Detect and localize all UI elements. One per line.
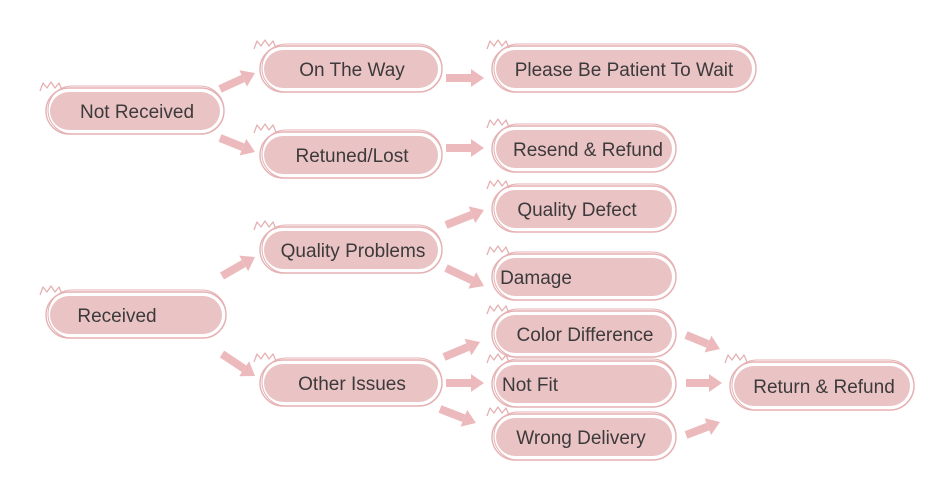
node-sketch-outline-2 (493, 43, 757, 93)
node-label: Not Received (80, 102, 194, 123)
node-sketch-outline-2 (493, 123, 677, 173)
node-label: Wrong Delivery (516, 428, 646, 449)
arrow-right-icon (446, 374, 484, 392)
arrows-layer (218, 69, 722, 439)
arrow-right-icon (220, 255, 255, 280)
node-quality-problems: Quality Problems (253, 220, 443, 274)
node-color-difference: Color Difference (486, 304, 677, 358)
node-sketch-outline-2 (493, 183, 677, 233)
node-sketch-outline-2 (47, 289, 227, 339)
crown-sketch-icon (253, 39, 277, 50)
node-sketch-outline-2 (731, 359, 915, 411)
crown-sketch-icon (486, 304, 510, 315)
crown-sketch-icon (253, 123, 277, 134)
node-damage: Damage (486, 245, 677, 301)
node-label: On The Way (299, 60, 405, 81)
node-sketch-outline-2 (493, 308, 677, 358)
node-label: Quality Problems (281, 241, 426, 262)
node-quality-defect: Quality Defect (486, 179, 677, 233)
node-sketch-outline-2 (493, 251, 677, 301)
node-on-the-way: On The Way (253, 39, 443, 93)
arrow-right-icon (444, 206, 484, 229)
node-label: Damage (500, 268, 572, 289)
crown-sketch-icon (724, 353, 748, 364)
node-pill (264, 136, 438, 174)
crown-sketch-icon (39, 285, 63, 296)
node-label: Color Difference (517, 325, 654, 346)
node-wrong-delivery: Wrong Delivery (486, 406, 677, 461)
crown-sketch-icon (253, 352, 277, 363)
node-pill (50, 92, 220, 130)
crown-sketch-icon (486, 245, 510, 256)
node-not-fit: Not Fit (486, 353, 677, 408)
node-label: Retuned/Lost (295, 146, 409, 167)
node-label: Received (77, 306, 156, 327)
node-pill (496, 315, 672, 353)
arrow-right-icon (684, 418, 720, 439)
node-not-received: Not Received (39, 81, 225, 135)
node-sketch-outline-2 (493, 411, 677, 461)
node-label: Quality Defect (517, 200, 637, 221)
node-pill (264, 50, 438, 88)
arrow-right-icon (218, 70, 255, 93)
node-resend-refund: Resend & Refund (486, 118, 677, 173)
arrow-right-icon (446, 69, 484, 87)
crown-sketch-icon (486, 353, 510, 364)
node-pill (264, 231, 438, 269)
arrow-right-icon (446, 139, 484, 157)
node-pill (496, 50, 752, 88)
arrow-right-icon (219, 350, 255, 377)
arrow-right-icon (686, 374, 722, 392)
node-sketch-outline-2 (493, 358, 677, 408)
crown-sketch-icon (253, 220, 277, 231)
node-label: Not Fit (502, 375, 559, 396)
node-pill (496, 258, 672, 296)
node-label: Resend & Refund (513, 140, 663, 161)
node-pill (496, 130, 672, 168)
crown-sketch-icon (39, 81, 63, 92)
node-pill (496, 190, 672, 228)
arrow-right-icon (444, 264, 484, 289)
crown-sketch-icon (486, 406, 510, 417)
node-label: Return & Refund (753, 377, 895, 398)
node-sketch-outline-2 (261, 129, 443, 179)
arrow-right-icon (438, 405, 476, 427)
node-pill (496, 418, 672, 456)
node-retuned-lost: Retuned/Lost (253, 123, 443, 179)
node-pill (264, 364, 438, 402)
crown-sketch-icon (486, 118, 510, 129)
node-label: Other Issues (298, 374, 406, 395)
crown-sketch-icon (486, 179, 510, 190)
node-other-issues: Other Issues (253, 352, 443, 407)
node-label: Please Be Patient To Wait (515, 60, 734, 81)
crown-sketch-icon (486, 39, 510, 50)
node-received: Received (39, 285, 227, 339)
node-pill (50, 296, 222, 334)
arrow-right-icon (684, 331, 720, 353)
node-pill (734, 366, 910, 406)
node-sketch-outline-2 (261, 43, 443, 93)
node-sketch-outline-2 (47, 85, 225, 135)
node-return-refund: Return & Refund (724, 353, 915, 411)
node-please-wait: Please Be Patient To Wait (486, 39, 757, 93)
arrow-right-icon (218, 134, 255, 156)
node-pill (496, 365, 672, 403)
node-sketch-outline-2 (261, 357, 443, 407)
arrow-right-icon (442, 338, 480, 361)
node-sketch-outline-2 (261, 224, 443, 274)
